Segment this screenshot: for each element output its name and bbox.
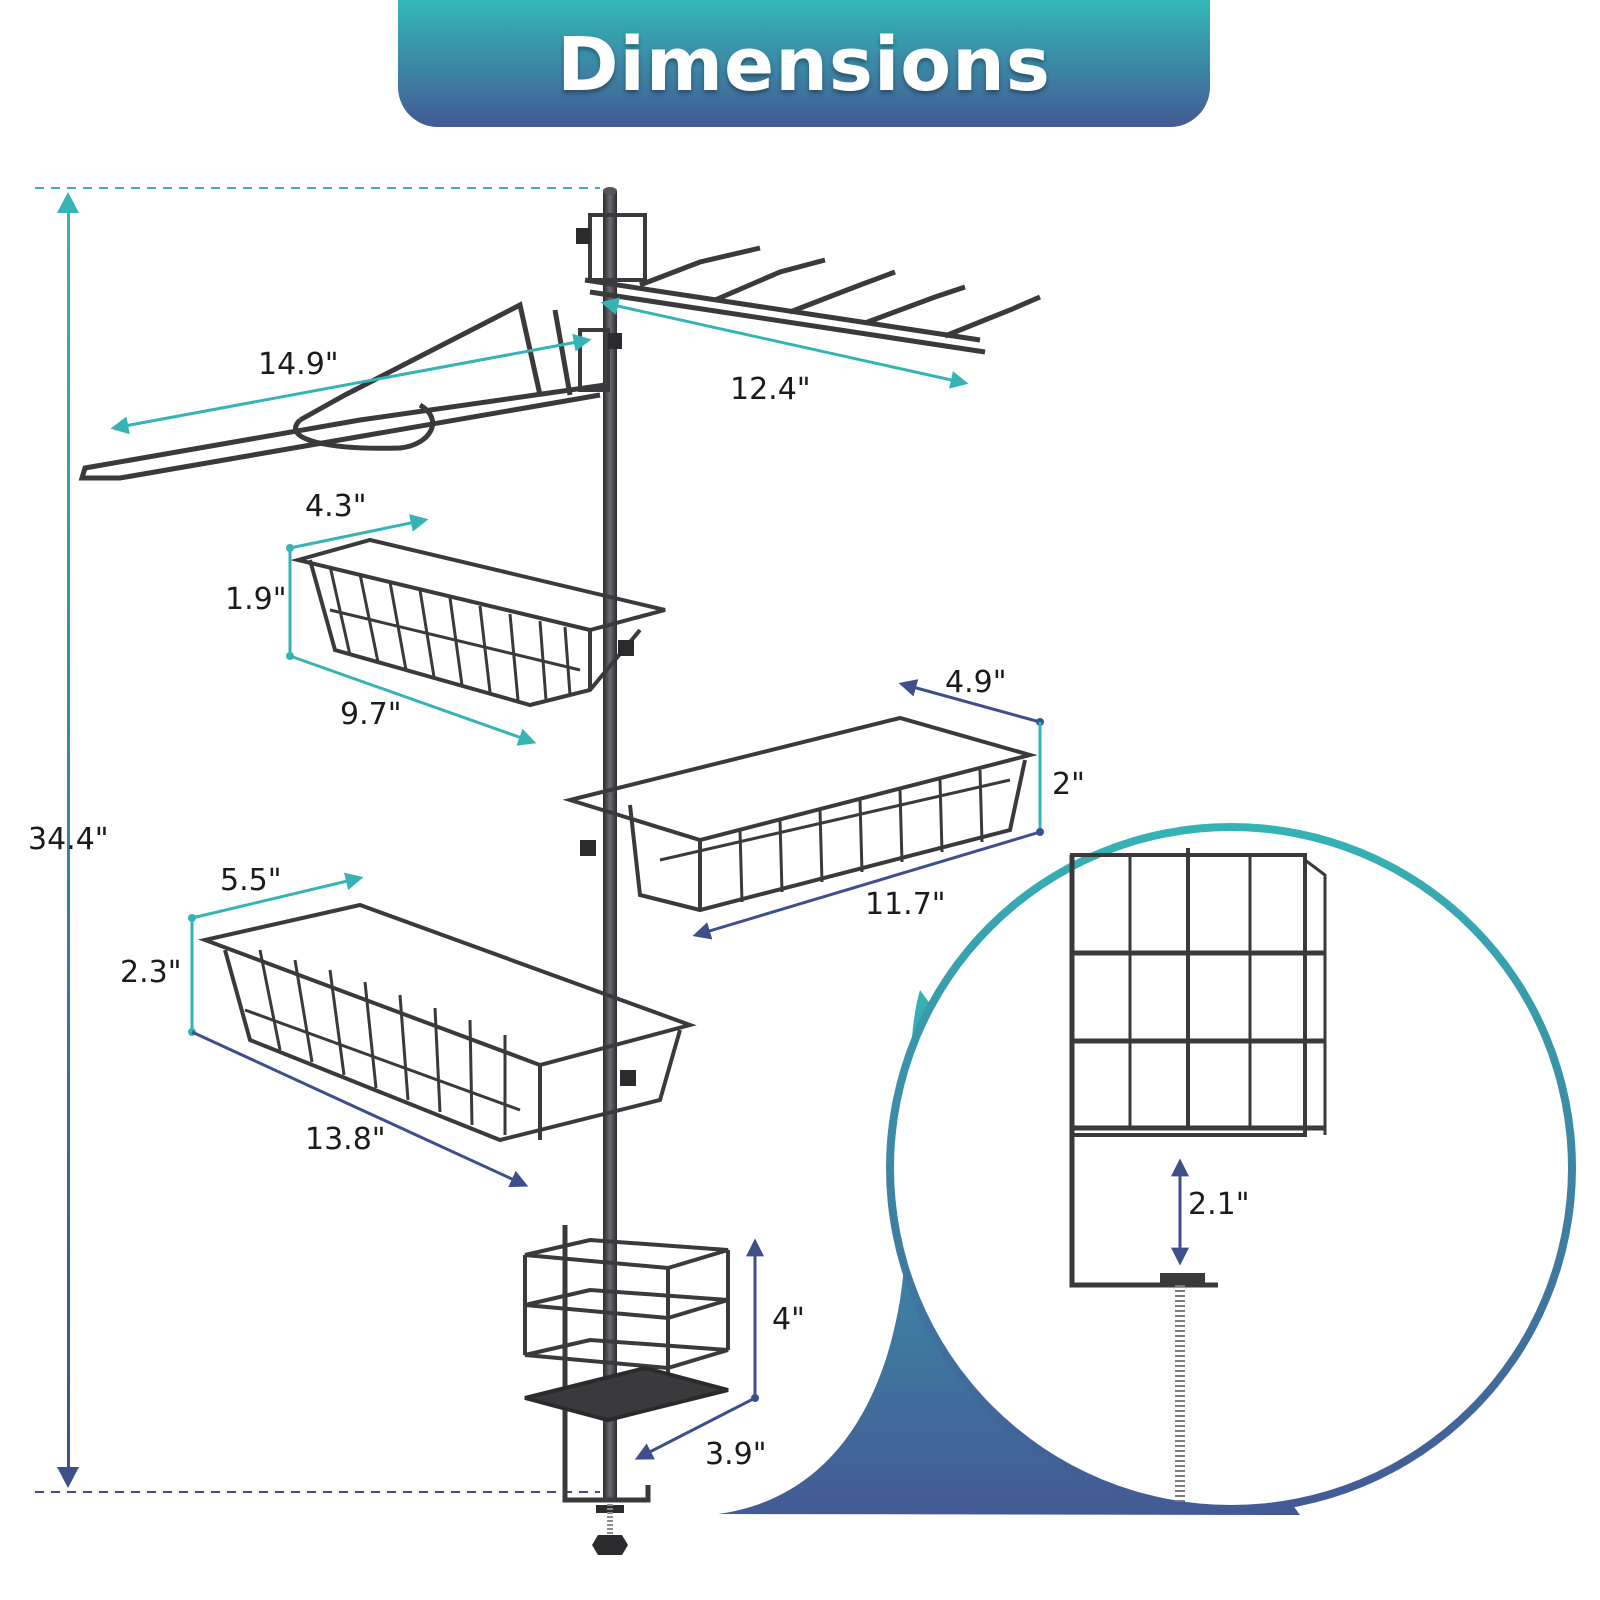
- basket3-length-label: 13.8": [305, 1122, 386, 1157]
- banner-background: [398, 0, 1210, 127]
- total-height-label: 34.4": [28, 822, 109, 857]
- basket2-width-label: 4.9": [945, 665, 1007, 700]
- navy-dimension-arrows: [191, 679, 1044, 1460]
- clamp-detail-drawing: [1069, 848, 1327, 1505]
- total-height-guide: [35, 187, 600, 1493]
- tool-rack-length-label: 12.4": [730, 372, 811, 407]
- teal-dimension-arrows: [110, 297, 969, 1036]
- base-width-label: 3.9": [705, 1437, 767, 1472]
- drying-rack-length-label: 14.9": [258, 347, 339, 382]
- page-title: Dimensions: [557, 22, 1051, 108]
- basket1-width-label: 4.3": [305, 489, 367, 524]
- cup-height-label: 4": [772, 1302, 805, 1337]
- basket1-height-label: 1.9": [225, 582, 287, 617]
- basket-2: [562, 715, 1038, 913]
- basket3-height-label: 2.3": [120, 955, 182, 990]
- clamp-opening-label: 2.1": [1188, 1187, 1250, 1222]
- title-banner: Dimensions: [398, 0, 1210, 127]
- basket-1: [290, 537, 666, 708]
- tool-rack: [576, 213, 1041, 355]
- basket-3: [198, 902, 697, 1143]
- drying-rack: [78, 301, 622, 481]
- clamp-detail-circle: [718, 823, 1576, 1515]
- basket2-height-label: 2": [1052, 767, 1085, 802]
- cup-holder: [523, 1225, 730, 1503]
- basket1-length-label: 9.7": [340, 697, 402, 732]
- basket3-width-label: 5.5": [220, 863, 282, 898]
- basket2-length-label: 11.7": [865, 887, 946, 922]
- center-pole: [592, 187, 628, 1555]
